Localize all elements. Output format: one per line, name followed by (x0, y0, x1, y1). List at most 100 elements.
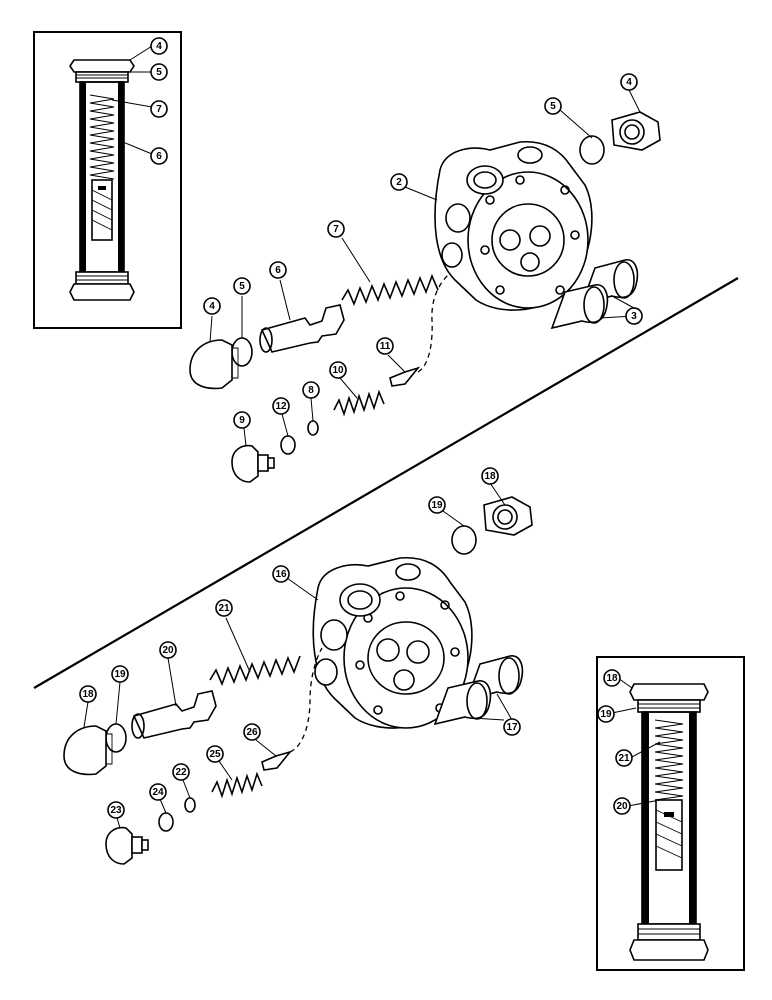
part-4-fitting-upper-right (611, 111, 661, 151)
part-8-washer (307, 420, 319, 436)
callout-circle (107, 801, 125, 819)
callout-4: 4 (150, 37, 168, 55)
part-20-spool-lower (131, 690, 217, 739)
callout-12: 12 (272, 397, 290, 415)
callout-label: 5 (550, 101, 556, 112)
callout-6: 6 (150, 147, 168, 165)
callout-circle (159, 641, 177, 659)
part-21-spring-lower (209, 655, 301, 687)
callout-circle (111, 665, 129, 683)
callout-circle (172, 763, 190, 781)
callout-4: 4 (620, 73, 638, 91)
callout-circle (272, 565, 290, 583)
callout-circle (243, 723, 261, 741)
callout-circle (203, 297, 221, 315)
inset-upper-cross-section (33, 31, 182, 329)
callout-circle (150, 63, 168, 81)
callout-label: 6 (156, 151, 162, 162)
callout-label: 23 (110, 805, 122, 816)
callout-label: 8 (308, 385, 314, 396)
upper-valve-body (434, 140, 593, 311)
callout-label: 19 (600, 709, 612, 720)
callout-circle (390, 173, 408, 191)
callout-circle (215, 599, 233, 617)
callout-16: 16 (272, 565, 290, 583)
part-4-plug-upper-left (189, 339, 239, 390)
callout-19: 19 (428, 496, 446, 514)
callout-circle (597, 705, 615, 723)
callout-circle (150, 100, 168, 118)
callout-label: 6 (275, 265, 281, 276)
callout-circle (544, 97, 562, 115)
part-26-needle-lower (261, 750, 293, 771)
callout-circle (620, 73, 638, 91)
callout-25: 25 (206, 745, 224, 763)
callout-23: 23 (107, 801, 125, 819)
callout-circle (625, 307, 643, 325)
callout-18: 18 (79, 685, 97, 703)
callout-circle (329, 361, 347, 379)
callout-circle (302, 381, 320, 399)
callout-6: 6 (269, 261, 287, 279)
callout-circle (272, 397, 290, 415)
leader-lines (83, 45, 661, 829)
part-19-oring-lower-left (105, 723, 127, 753)
callout-21: 21 (615, 749, 633, 767)
callout-20: 20 (613, 797, 631, 815)
callout-circle (613, 797, 631, 815)
callout-label: 18 (606, 673, 618, 684)
part-22-washer (184, 797, 196, 813)
callout-label: 5 (156, 67, 162, 78)
callout-circle (603, 669, 621, 687)
callout-21: 21 (215, 599, 233, 617)
callout-19: 19 (597, 705, 615, 723)
callout-circle (615, 749, 633, 767)
callout-5: 5 (233, 277, 251, 295)
callouts: 4576452765431110812918191621201918172625… (79, 37, 643, 819)
callout-label: 21 (218, 603, 230, 614)
callout-label: 4 (626, 77, 632, 88)
part-18-fitting-lower-right (483, 496, 533, 536)
callout-label: 24 (152, 787, 164, 798)
callout-label: 11 (380, 341, 391, 352)
callout-label: 9 (239, 415, 245, 426)
callout-label: 3 (631, 311, 637, 322)
callout-label: 4 (156, 41, 162, 52)
callout-circle (206, 745, 224, 763)
callout-24: 24 (149, 783, 167, 801)
inset-lower-cross-section (596, 656, 745, 971)
part-23-screw-plug (105, 826, 149, 865)
lower-valve-body (312, 557, 473, 729)
callout-label: 12 (275, 401, 287, 412)
callout-circle (269, 261, 287, 279)
callout-label: 10 (332, 365, 344, 376)
callout-26: 26 (243, 723, 261, 741)
inset-frame (33, 31, 182, 329)
part-5-oring-upper-left (231, 337, 253, 367)
callout-circle (79, 685, 97, 703)
callout-circle (150, 147, 168, 165)
callout-circle (149, 783, 167, 801)
callout-circle (376, 337, 394, 355)
callout-label: 18 (82, 689, 94, 700)
dashed-path-lower (289, 647, 323, 753)
callout-circle (481, 467, 499, 485)
callout-circle (233, 411, 251, 429)
callout-label: 2 (396, 177, 402, 188)
callout-11: 11 (376, 337, 394, 355)
callout-circle (428, 496, 446, 514)
callout-label: 7 (156, 104, 162, 115)
callout-circle (503, 718, 521, 736)
inset-frame-lower (596, 656, 745, 971)
callout-18: 18 (603, 669, 621, 687)
part-25-spring-lower (211, 771, 263, 799)
callout-label: 18 (484, 471, 496, 482)
callout-circle (327, 220, 345, 238)
callout-10: 10 (329, 361, 347, 379)
part-18-plug-lower-left (63, 725, 113, 776)
callout-label: 19 (431, 500, 443, 511)
part-10-spring-upper (333, 389, 385, 417)
callout-4: 4 (203, 297, 221, 315)
callout-label: 4 (209, 301, 215, 312)
callout-label: 19 (114, 669, 126, 680)
